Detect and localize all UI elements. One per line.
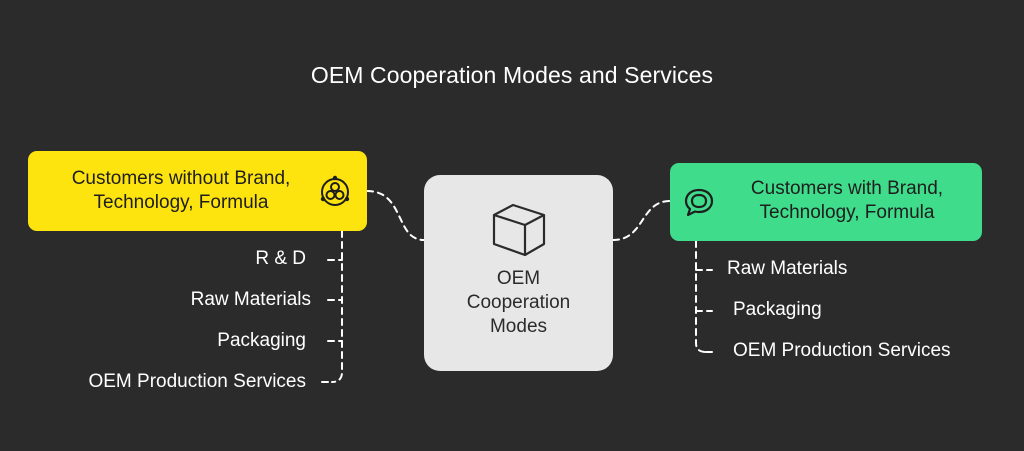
left-item-oem-production: OEM Production Services <box>88 371 306 392</box>
right-item-packaging: Packaging <box>733 299 822 320</box>
left-item-rnd: R & D <box>255 248 306 269</box>
center-label: OEM Cooperation Modes <box>424 267 613 339</box>
right-card-line-2: Technology, Formula <box>759 202 935 223</box>
left-card-line-2: Technology, Formula <box>93 192 269 213</box>
right-card-label: Customers with Brand, Technology, Formul… <box>722 177 972 225</box>
right-item-oem-production: OEM Production Services <box>733 340 951 361</box>
center-to-right-connector <box>612 200 671 241</box>
molecule-icon <box>320 175 350 206</box>
left-card-label: Customers without Brand, Technology, For… <box>36 167 326 215</box>
chat-bubble-icon <box>684 188 714 217</box>
customers-with-brand-card: Customers with Brand, Technology, Formul… <box>670 163 982 241</box>
customers-without-brand-card: Customers without Brand, Technology, For… <box>28 151 367 231</box>
oem-cooperation-modes-card: OEM Cooperation Modes <box>424 175 613 371</box>
center-line-1: OEM <box>496 268 541 289</box>
diagram-title: OEM Cooperation Modes and Services <box>310 62 714 88</box>
box-icon <box>492 203 546 257</box>
right-branch-trunk <box>695 240 707 353</box>
left-item-packaging: Packaging <box>217 330 306 351</box>
left-item-raw-materials: Raw Materials <box>190 289 311 310</box>
left-card-line-1: Customers without Brand, <box>71 168 291 189</box>
left-to-center-connector <box>366 190 425 241</box>
right-item-raw-materials: Raw Materials <box>727 258 848 279</box>
center-line-2: Cooperation <box>466 292 571 313</box>
center-line-3: Modes <box>489 316 548 337</box>
left-branch-trunk <box>331 230 343 383</box>
right-card-line-1: Customers with Brand, <box>750 178 944 199</box>
